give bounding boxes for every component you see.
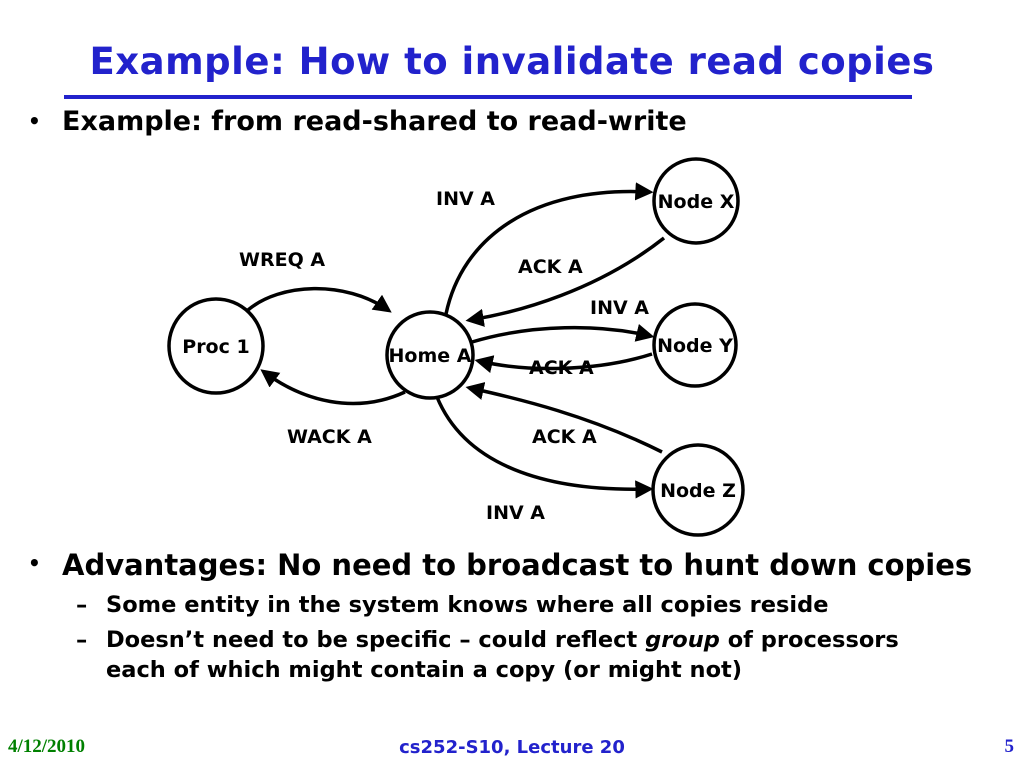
edge-label-wack: WACK A: [287, 426, 372, 448]
edge-label-inv-x: INV A: [436, 188, 495, 210]
edge-label-ack-z: ACK A: [532, 426, 597, 448]
arrow-inv-z: [435, 396, 654, 499]
arrow-ack-x: [465, 236, 666, 327]
edge-label-wreq: WREQ A: [239, 249, 325, 271]
sub-bullet-specific-italic-word: group: [645, 627, 720, 653]
bullet-example: • Example: from read-shared to read-writ…: [28, 106, 687, 137]
node-proc1-circle: [167, 297, 265, 395]
arrow-wack: [260, 369, 406, 406]
bullet-advantages-text: Advantages: No need to broadcast to hunt…: [62, 548, 973, 582]
edge-label-inv-z: INV A: [486, 502, 545, 524]
sub-bullet-specific-text: Doesn’t need to be specific – could refl…: [106, 626, 964, 685]
node-x-label: Node X: [658, 191, 735, 213]
arrow-inv-x: [444, 182, 654, 315]
sub-bullet-entity-text: Some entity in the system knows where al…: [106, 592, 829, 618]
bullet-marker: •: [28, 551, 41, 575]
edge-label-inv-y: INV A: [590, 297, 649, 319]
node-y-circle: [652, 302, 738, 388]
bullet-example-text: Example: from read-shared to read-write: [62, 106, 687, 137]
node-homeA-circle: [385, 310, 475, 400]
sub-bullet-entity: – Some entity in the system knows where …: [76, 592, 828, 618]
bullet-marker: •: [28, 109, 41, 133]
sub-bullet-specific: – Doesn’t need to be specific – could re…: [76, 626, 964, 685]
node-proc1-label: Proc 1: [182, 336, 249, 358]
footer-date: 4/12/2010: [8, 736, 86, 757]
sub-bullet-specific-pre: Doesn’t need to be specific – could refl…: [106, 627, 646, 653]
arrow-inv-y: [471, 323, 655, 344]
edge-label-ack-x: ACK A: [518, 256, 583, 278]
node-x-circle: [652, 157, 740, 245]
footer-course: cs252-S10, Lecture 20: [399, 737, 625, 758]
node-z-label: Node Z: [660, 480, 736, 502]
sub-bullet-marker: –: [76, 592, 88, 618]
arrow-wreq: [246, 286, 392, 313]
node-y-label: Node Y: [657, 335, 733, 357]
slide-title: Example: How to invalidate read copies: [89, 40, 935, 83]
sub-bullet-specific-post: of processors each of which might contai…: [106, 627, 899, 683]
footer-page-number: 5: [1004, 736, 1015, 757]
sub-bullet-marker: –: [76, 627, 88, 653]
arrow-ack-y: [474, 352, 653, 373]
title-underline: [64, 95, 912, 99]
bullet-advantages: • Advantages: No need to broadcast to hu…: [28, 548, 972, 582]
arrow-ack-z: [465, 382, 663, 454]
node-homeA-label: Home A: [389, 345, 472, 367]
edge-label-ack-y: ACK A: [529, 357, 594, 379]
